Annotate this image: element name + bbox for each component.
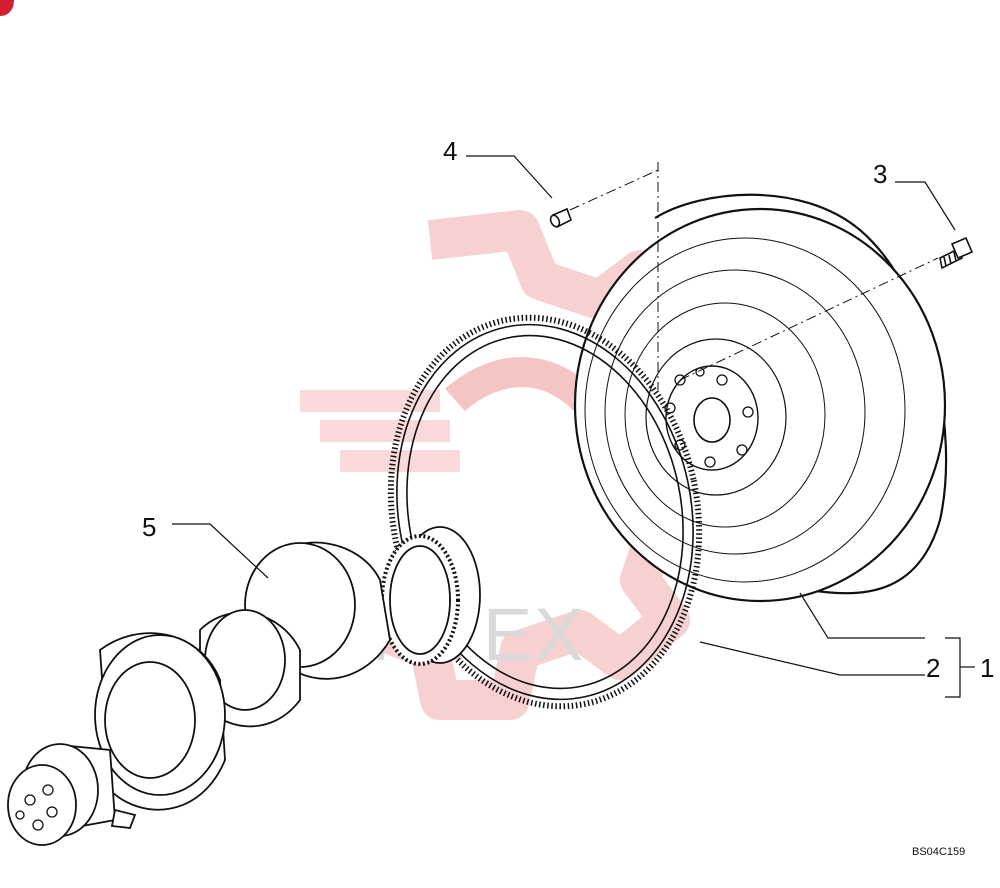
flywheel-icon — [573, 193, 948, 603]
crankshaft-icon — [7, 526, 481, 846]
callout-5: 5 — [142, 512, 156, 542]
callout-1: 1 — [980, 653, 994, 683]
leader-lines — [172, 155, 975, 698]
bolt-icon — [939, 236, 974, 270]
callout-2: 2 — [926, 653, 940, 683]
assembly-axis-lines — [569, 162, 939, 390]
callout-4: 4 — [443, 136, 457, 166]
callout-3: 3 — [873, 159, 887, 189]
corner-mark-icon — [0, 0, 14, 16]
drawing-code: BS04C159 — [912, 846, 965, 858]
dowel-pin-icon — [549, 207, 572, 229]
